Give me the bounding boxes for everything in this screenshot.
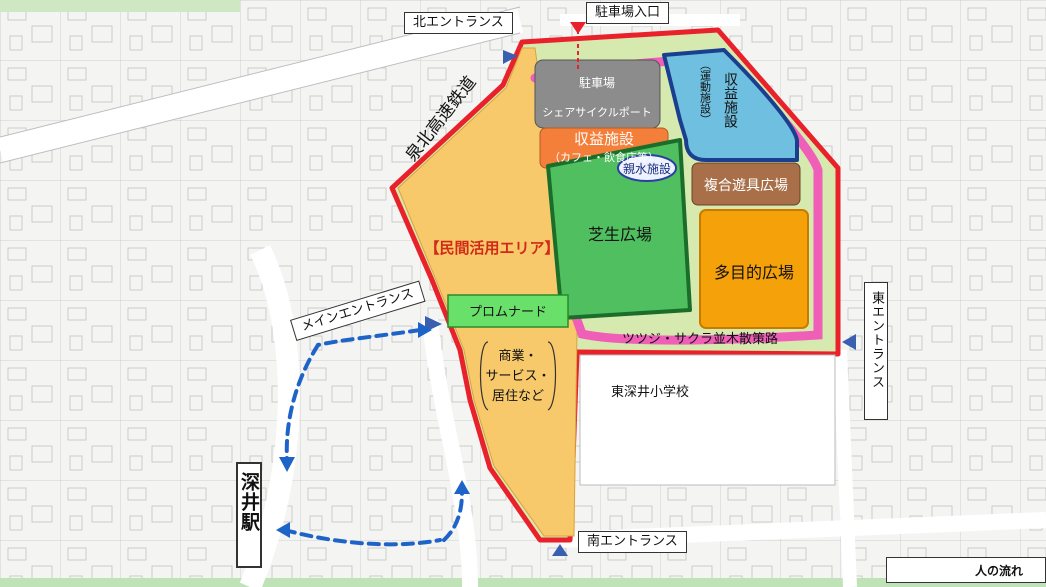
north-entrance-marker: [503, 50, 518, 64]
commercial-bracket-left: [479, 341, 489, 411]
lawn-area: [546, 138, 692, 320]
sports-sub-label: （運動施設）: [699, 59, 712, 125]
school-area: [579, 354, 836, 486]
lawn-label: 芝生広場: [588, 225, 652, 244]
bottom-green-strip: [0, 578, 1046, 587]
water-facility: [617, 154, 677, 182]
commercial-label-line: 商業・: [498, 348, 537, 364]
promenade-bar: [447, 294, 569, 328]
playground-area: [691, 162, 801, 206]
walkway-label: ツツジ・サクラ並木散策路: [622, 331, 778, 347]
commercial-bracket-right: [547, 341, 557, 411]
station-label: 深井駅: [236, 462, 262, 568]
top-green-strip: [0, 0, 240, 12]
sports-revenue-area: [662, 48, 799, 162]
north-entrance-label: 北エントランス: [404, 12, 513, 34]
parking-entrance-label: 駐車場入口: [586, 2, 670, 24]
school-label: 東深井小学校: [611, 384, 689, 400]
private-zone-label: 【民間活用エリア】: [424, 239, 559, 257]
playground-label: 複合遊具広場: [704, 177, 788, 194]
south-entrance-marker: [552, 544, 568, 556]
east-entrance-marker: [842, 334, 856, 350]
people-flow: [283, 328, 464, 547]
commercial-label-line: サービス・: [485, 369, 550, 384]
cafe-label: 収益施設: [574, 130, 634, 148]
parking-entry-marker: [570, 22, 586, 34]
multipurpose-label: 多目的広場: [714, 263, 794, 282]
parking-label: 駐車場: [579, 75, 615, 90]
cycle-port-label: シェアサイクルポート: [542, 106, 651, 119]
south-entrance-label: 南エントランス: [578, 531, 687, 553]
east-entrance-label: 東エントランス: [864, 282, 888, 420]
cafe-sub-label: （カフェ・飲食店等）: [549, 150, 659, 164]
people-flow-heads: [276, 322, 470, 538]
promenade-label: プロムナード: [469, 305, 547, 320]
legend: 人の流れ: [886, 557, 1046, 583]
sports-label: 収益施設: [722, 72, 738, 128]
water-label: 親水施設: [623, 161, 671, 176]
main-entrance-marker: [425, 316, 442, 332]
legend-label: 人の流れ: [975, 564, 1024, 578]
commercial-label-line: 居住など: [492, 389, 544, 404]
multipurpose-area: [699, 209, 809, 329]
